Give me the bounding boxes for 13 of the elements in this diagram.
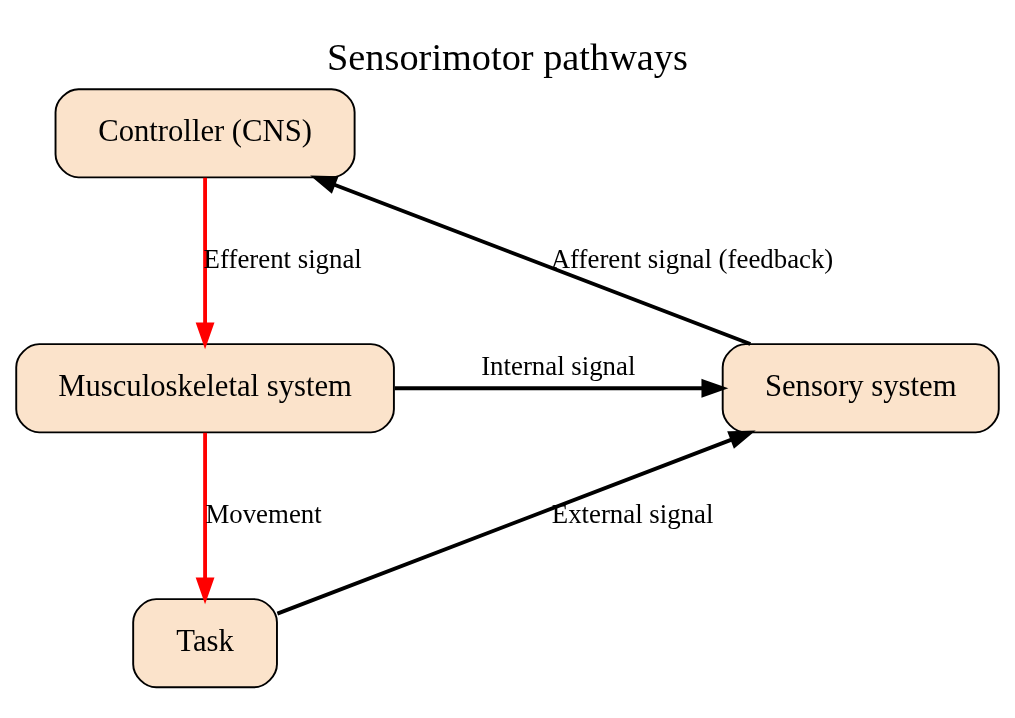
arrow xyxy=(195,432,215,604)
node-box: Musculoskeletal system xyxy=(15,342,395,433)
arrow xyxy=(195,177,215,349)
edge-label: External signal xyxy=(551,498,714,529)
arrow xyxy=(394,378,729,398)
node-box: Task xyxy=(132,597,278,688)
node-box: Controller (CNS) xyxy=(54,87,356,178)
edge-label: Afferent signal (feedback) xyxy=(550,243,834,274)
diagram-title: Sensorimotor pathways xyxy=(327,35,688,78)
arrow xyxy=(276,429,756,615)
edge-label: Internal signal xyxy=(481,350,636,381)
node-box: Sensory system xyxy=(721,342,1000,433)
arrow xyxy=(310,174,752,346)
